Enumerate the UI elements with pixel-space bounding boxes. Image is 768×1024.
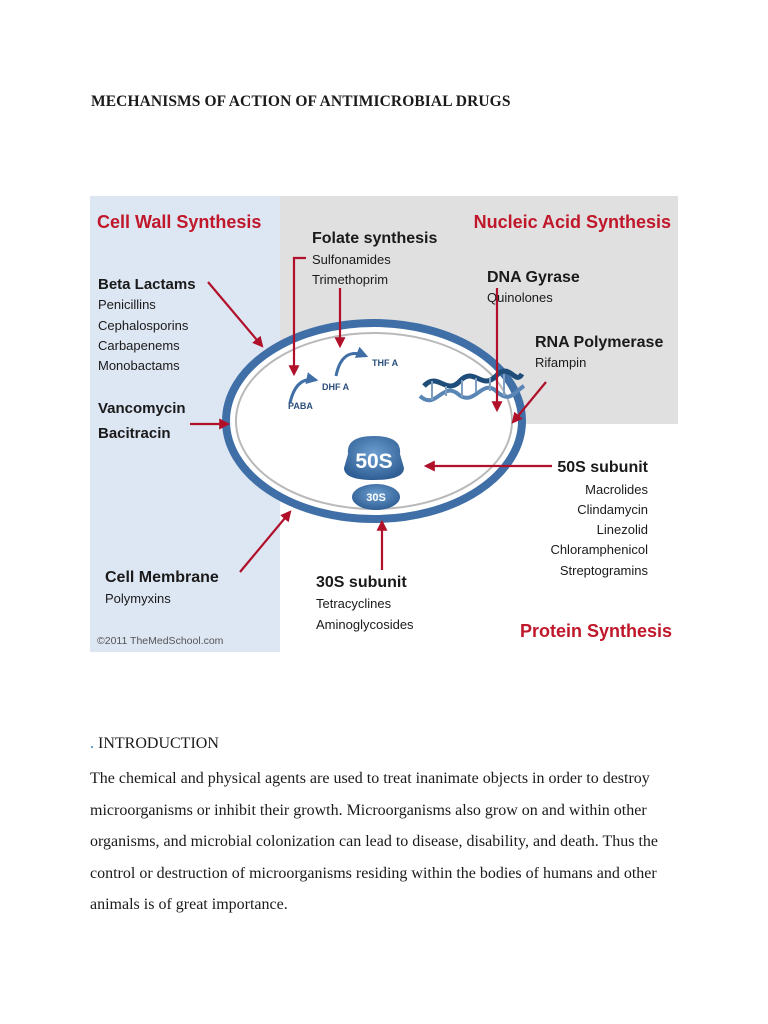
drug-vancomycin: Vancomycin bbox=[98, 400, 186, 417]
label-dhfa: DHF A bbox=[322, 382, 350, 392]
label-thfa: THF A bbox=[372, 358, 399, 368]
introduction-heading-text: INTRODUCTION bbox=[98, 735, 219, 752]
drug-chloramphenicol: Chloramphenicol bbox=[550, 542, 648, 557]
arrow-cell-membrane bbox=[239, 510, 292, 573]
50s-subunit-heading: 50S subunit bbox=[557, 459, 648, 476]
30s-subunit-heading: 30S subunit bbox=[316, 574, 407, 591]
antimicrobial-mechanisms-diagram: 50S 30S PABA DHF A THF A Cell Wall Synth… bbox=[90, 196, 678, 652]
arrow-beta-lactams bbox=[207, 281, 264, 348]
paba-to-dhfa-arrow bbox=[288, 372, 319, 404]
dna-gyrase-heading: DNA Gyrase bbox=[487, 269, 580, 286]
drug-monobactams: Monobactams bbox=[98, 358, 180, 373]
drug-penicillins: Penicillins bbox=[98, 297, 156, 312]
drug-polymyxins: Polymyxins bbox=[105, 591, 171, 606]
ribosome-50s-shape bbox=[344, 436, 404, 480]
arrow-sulfonamides bbox=[288, 256, 306, 377]
rna-polymerase-heading: RNA Polymerase bbox=[535, 334, 663, 351]
drug-linezolid: Linezolid bbox=[597, 522, 648, 537]
diagram-svg: 50S 30S PABA DHF A THF A Cell Wall Synth… bbox=[90, 196, 678, 652]
label-50s: 50S bbox=[355, 450, 392, 473]
drug-aminoglycosides: Aminoglycosides bbox=[316, 617, 414, 632]
beta-lactams-heading: Beta Lactams bbox=[98, 276, 196, 293]
introduction-heading: . INTRODUCTION bbox=[90, 735, 219, 753]
drug-streptogramins: Streptogramins bbox=[560, 563, 649, 578]
drug-trimethoprim: Trimethoprim bbox=[312, 272, 388, 287]
cell-wall-synthesis-heading: Cell Wall Synthesis bbox=[97, 212, 261, 232]
protein-synthesis-heading: Protein Synthesis bbox=[520, 621, 672, 641]
ribosome-30s-shape bbox=[352, 484, 400, 510]
intro-marker: . bbox=[90, 735, 94, 752]
drug-carbapenems: Carbapenems bbox=[98, 338, 180, 353]
label-30s: 30S bbox=[366, 492, 386, 504]
label-paba: PABA bbox=[288, 401, 313, 411]
dhfa-to-thfa-arrow bbox=[334, 346, 369, 377]
drug-cephalosporins: Cephalosporins bbox=[98, 318, 189, 333]
drug-bacitracin: Bacitracin bbox=[98, 425, 171, 442]
drug-quinolones: Quinolones bbox=[487, 290, 553, 305]
document-title: MECHANISMS OF ACTION OF ANTIMICROBIAL DR… bbox=[91, 93, 511, 110]
folate-synthesis-heading: Folate synthesis bbox=[312, 230, 437, 247]
copyright-notice: ©2011 TheMedSchool.com bbox=[97, 635, 224, 647]
nucleic-acid-synthesis-heading: Nucleic Acid Synthesis bbox=[474, 212, 671, 232]
dna-helix-icon bbox=[418, 368, 526, 403]
drug-tetracyclines: Tetracyclines bbox=[316, 596, 392, 611]
arrow-rna-polymerase bbox=[511, 381, 547, 424]
drug-rifampin: Rifampin bbox=[535, 355, 586, 370]
drug-sulfonamides: Sulfonamides bbox=[312, 252, 391, 267]
cell-membrane-heading: Cell Membrane bbox=[105, 569, 219, 586]
introduction-paragraph: The chemical and physical agents are use… bbox=[90, 770, 659, 913]
drug-macrolides: Macrolides bbox=[585, 482, 648, 497]
drug-clindamycin: Clindamycin bbox=[577, 502, 648, 517]
